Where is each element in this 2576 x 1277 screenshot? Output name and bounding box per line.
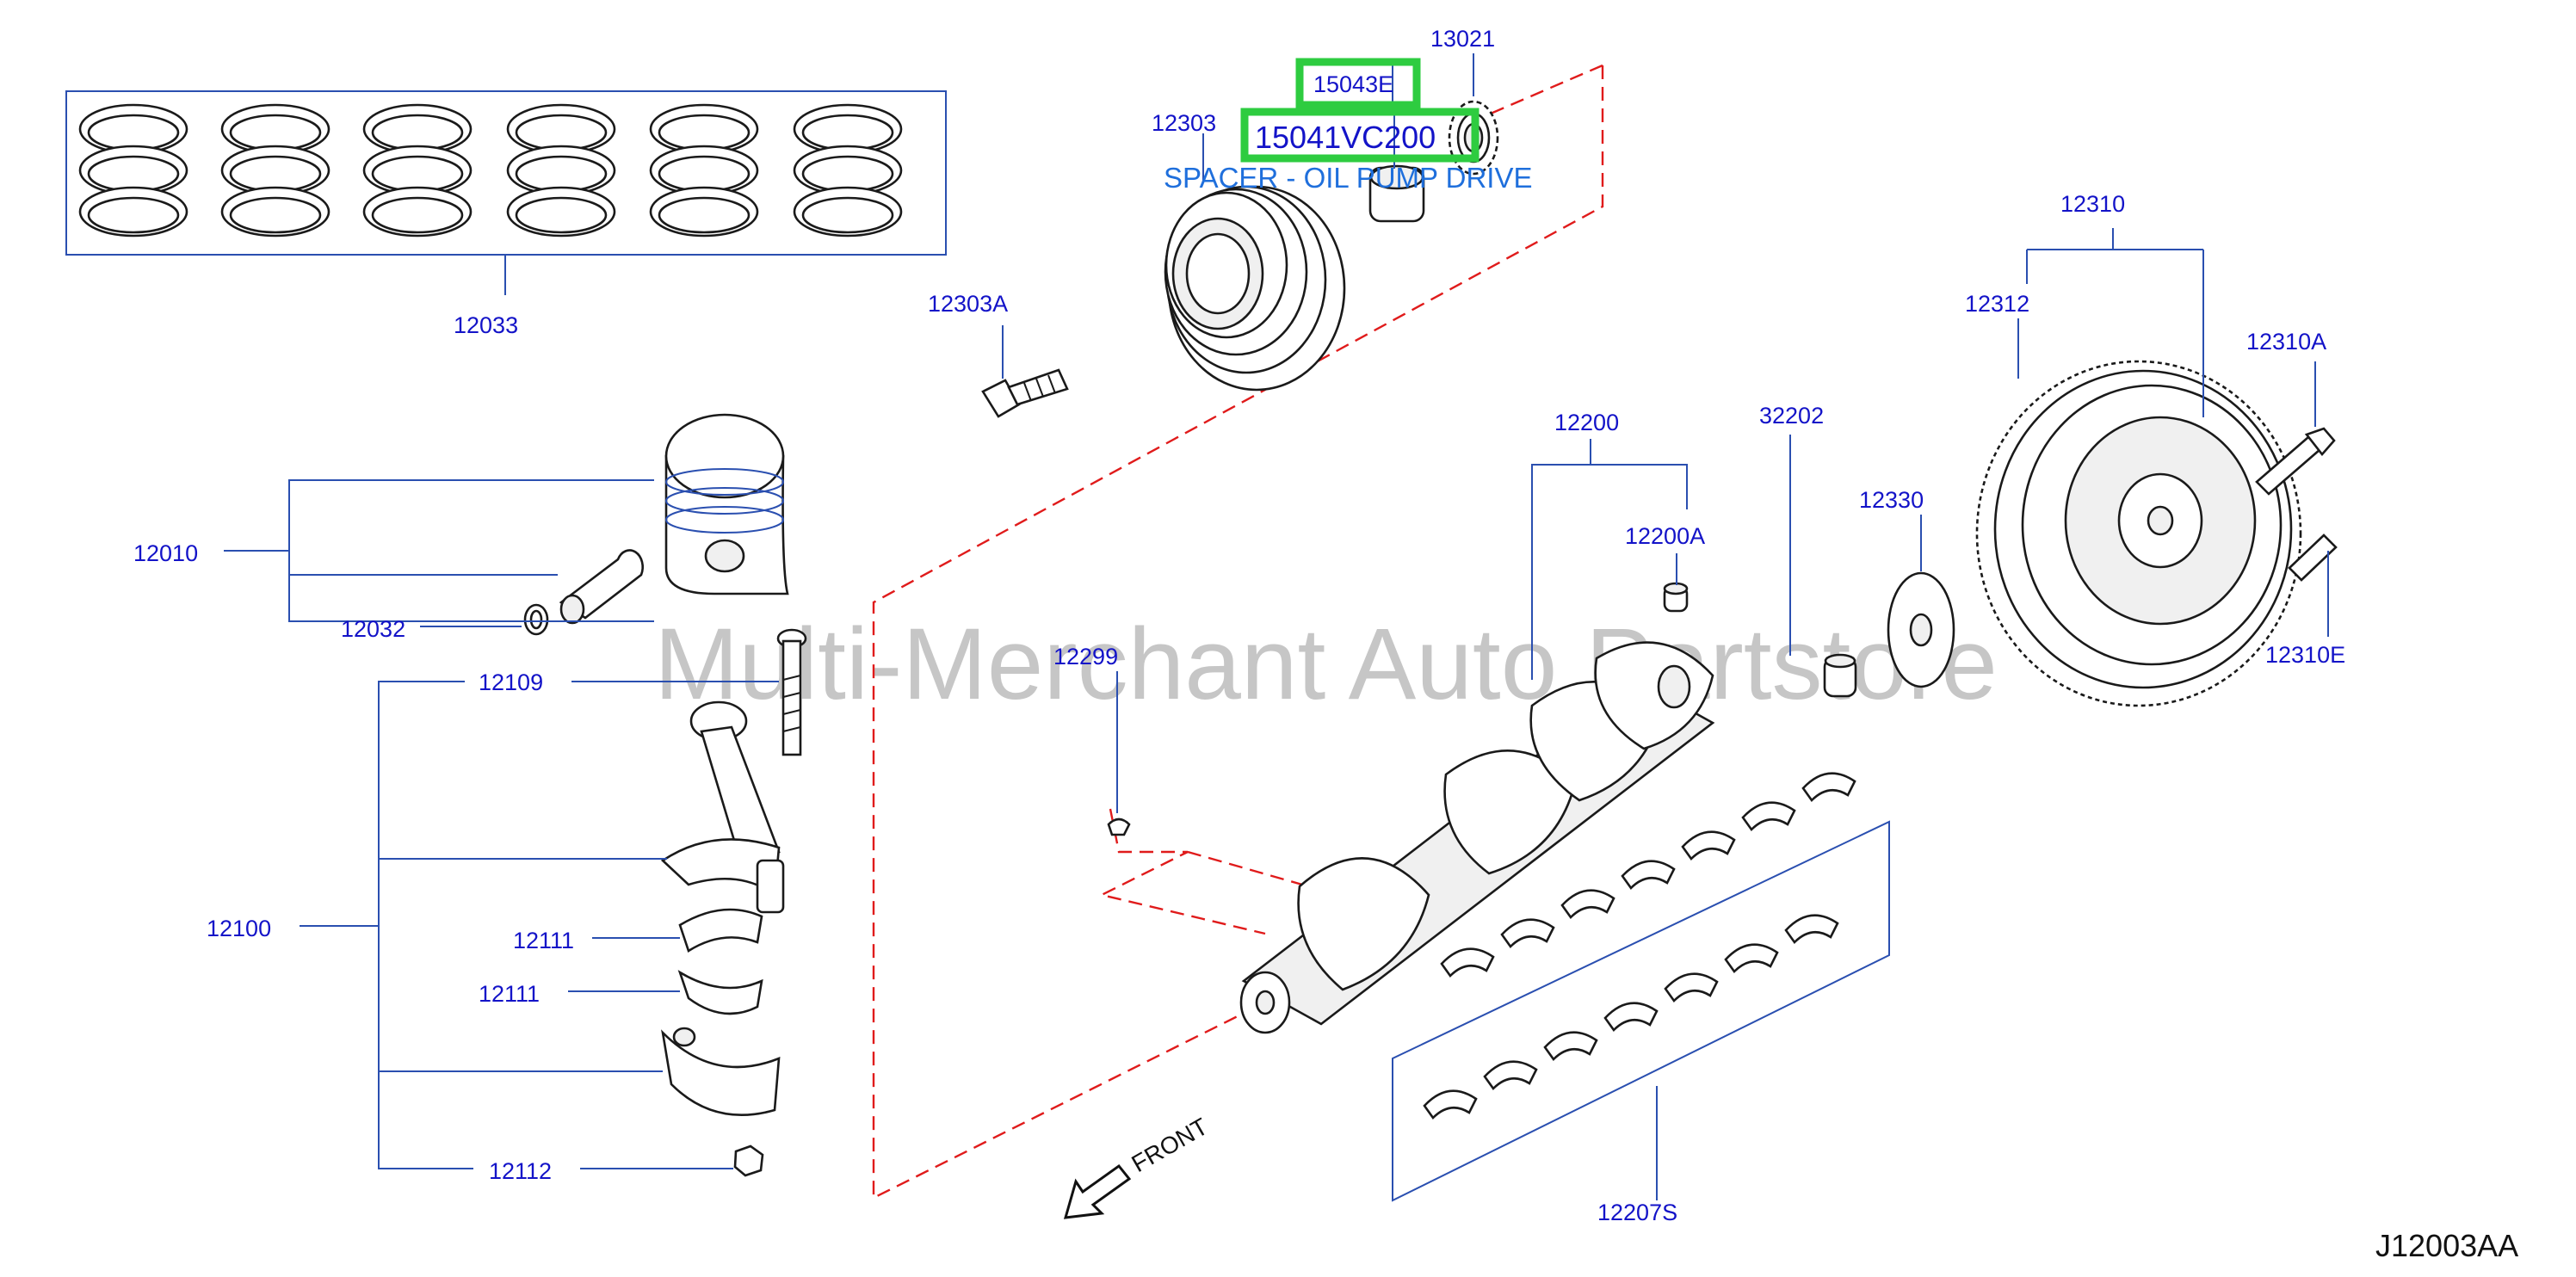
- piston-ring-stack: [793, 103, 903, 238]
- main-bearing-shell: [1603, 1002, 1659, 1033]
- piston-pin: [559, 549, 644, 625]
- main-bearing-shell: [1681, 830, 1736, 861]
- drive-plate: [1975, 360, 2302, 707]
- watermark: Multi-Merchant Auto Partstore: [654, 608, 1998, 721]
- highlight-box-15043E: [1295, 58, 1421, 109]
- reinforcement-plate: [1887, 571, 1955, 688]
- crankshaft: [1239, 641, 1715, 1034]
- main-bearing-shell: [1440, 947, 1495, 978]
- annotation-spacer-oil-pump-drive: SPACER - OIL PUMP DRIVE: [1164, 162, 1532, 194]
- piston-ring-stack: [220, 103, 330, 238]
- crank-key: [1107, 817, 1131, 836]
- pilot-bushing: [1823, 653, 1857, 698]
- label-12303: 12303: [1152, 110, 1216, 136]
- label-12112: 12112: [489, 1158, 552, 1184]
- snap-ring: [523, 603, 549, 636]
- label-15043E: 15043E: [1313, 71, 1393, 97]
- main-bearing-shell: [1500, 918, 1555, 949]
- label-12303A: 12303A: [928, 291, 1008, 317]
- flywheel-bolt: [2255, 427, 2336, 496]
- diagram-code: J12003AA: [2375, 1228, 2518, 1263]
- front-arrow-icon: [1063, 1163, 1132, 1219]
- main-bearing-shell: [1784, 914, 1839, 945]
- dowel-pin: [2288, 534, 2338, 582]
- main-bearing-shell: [1724, 943, 1779, 974]
- rod-bearing-upper: [678, 908, 763, 953]
- label-12100: 12100: [207, 916, 271, 941]
- main-bearing-shell: [1621, 860, 1676, 891]
- main-bearing-shell: [1543, 1031, 1598, 1062]
- crank-plug: [1663, 582, 1689, 613]
- rod-nut: [733, 1144, 764, 1177]
- label-12312: 12312: [1965, 291, 2029, 317]
- main-bearing-shell: [1741, 801, 1796, 832]
- label-12032: 12032: [341, 616, 405, 642]
- piston-ring-stack: [649, 103, 759, 238]
- connecting-rod-bolt: [776, 628, 807, 756]
- label-12310: 12310: [2060, 191, 2125, 217]
- rod-cap: [661, 1027, 781, 1116]
- label-12033: 12033: [454, 312, 518, 338]
- piston: [664, 413, 789, 595]
- pulley-bolt: [981, 368, 1069, 418]
- highlight-box-15041VC200: [1240, 108, 1480, 163]
- label-12200A: 12200A: [1625, 523, 1705, 549]
- piston-ring-set: [65, 90, 947, 295]
- label-13021: 13021: [1430, 26, 1495, 52]
- rod-bearing-lower: [677, 970, 763, 1015]
- leader-lines: [224, 53, 2329, 1169]
- main-bearing-set: [1392, 772, 1890, 1202]
- label-12299: 12299: [1053, 644, 1118, 669]
- label-12310E: 12310E: [2265, 642, 2345, 668]
- spacer-oil-pump-drive: [1368, 164, 1425, 223]
- label-12109: 12109: [479, 669, 543, 695]
- main-bearing-shell: [1483, 1060, 1538, 1091]
- main-bearing-shell: [1664, 972, 1719, 1003]
- main-bearing-shell: [1423, 1089, 1478, 1120]
- label-32202: 32202: [1759, 403, 1824, 429]
- main-bearing-shell: [1560, 889, 1615, 920]
- label-12010: 12010: [133, 540, 198, 566]
- piston-ring-stack: [78, 103, 188, 238]
- label-12111-upper: 12111: [513, 928, 574, 953]
- label-15041VC200: 15041VC200: [1255, 120, 1436, 155]
- label-12310A: 12310A: [2246, 329, 2326, 355]
- label-12111-lower: 12111: [479, 981, 540, 1007]
- connecting-rod: [660, 700, 785, 914]
- crank-pulley: [1164, 185, 1346, 392]
- main-bearing-shell: [1801, 772, 1856, 803]
- piston-ring-stack: [506, 103, 616, 238]
- label-12207S: 12207S: [1597, 1200, 1677, 1225]
- piston-ring-stack: [362, 103, 473, 238]
- label-12200: 12200: [1554, 410, 1619, 435]
- front-label: FRONT: [1127, 1113, 1213, 1177]
- label-12330: 12330: [1859, 487, 1924, 513]
